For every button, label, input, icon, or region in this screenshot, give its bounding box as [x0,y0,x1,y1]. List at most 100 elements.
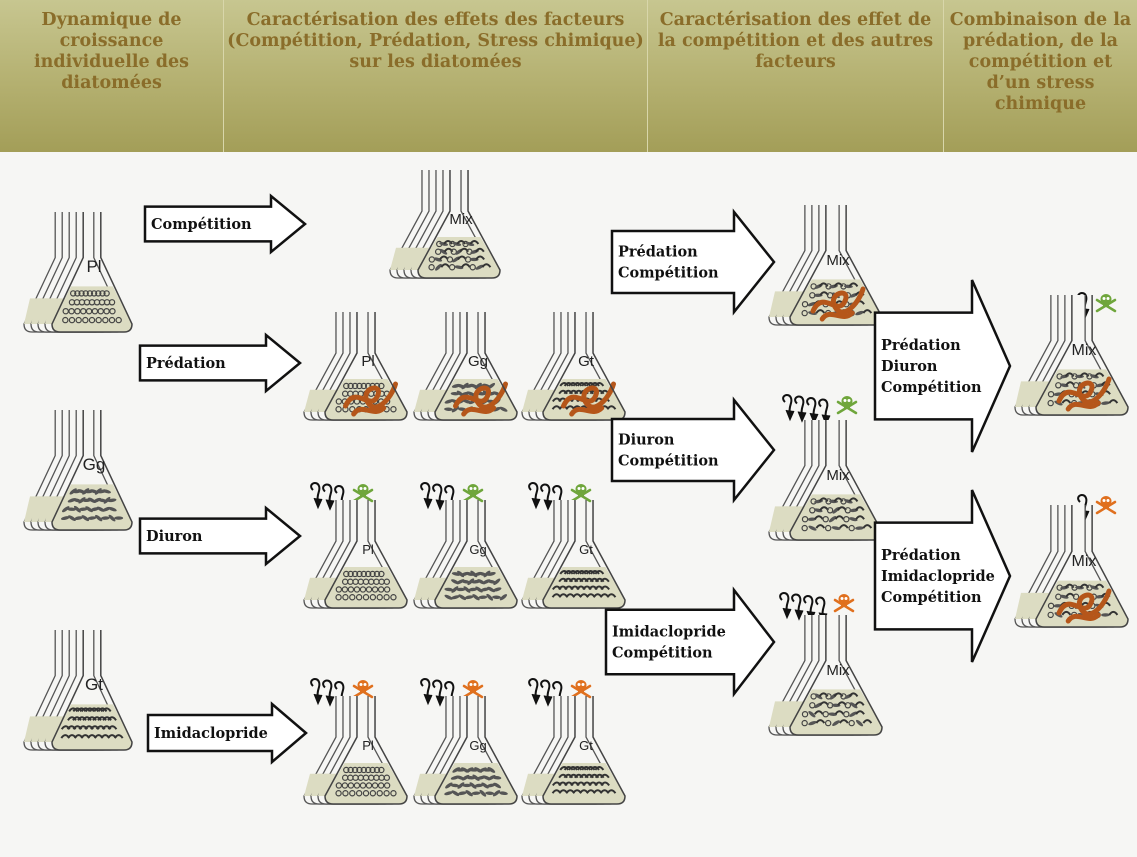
arrow-competition: Compétition [143,193,307,255]
skull-crossbones-icon [462,678,484,699]
flask-label: Gt [579,542,593,557]
header-col-competition: Caractérisation des effet de la compétit… [648,0,944,152]
skull-crossbones-icon [1095,292,1117,313]
arrow-label: Diuron [146,528,203,545]
flask-gg-imidacloprid: Gg [413,696,518,805]
pipette-drop-arrow-icon [782,394,795,421]
flask-label: Pl [86,257,101,276]
flask-label: Mix [826,467,850,484]
arrow-label: Imidaclopride [154,725,268,742]
pipette-drop-arrow-icon [528,678,541,705]
flask-label: Mix [1072,342,1097,359]
flask-label: Mix [1072,553,1097,570]
flask-pl-imidacloprid: Pl [303,696,408,805]
flask-label: Gg [469,542,486,557]
flask-label: Mix [826,662,850,679]
flask-mix-imidacloprid-competition: Mix [768,615,883,736]
skull-crossbones-icon [833,592,855,613]
pipette-drop-arrow-icon [420,678,433,705]
arrow-label: Compétition [881,379,982,396]
predator-worm-icon [453,381,508,417]
flask-label: Gt [579,738,593,753]
pipette-drop-arrow-icon [322,483,335,511]
flask-mix-predation-diuron-competition: Mix [1014,295,1129,416]
flask-label: Gg [83,455,106,474]
skull-crossbones-icon [570,678,592,699]
header-col-factors: Caractérisation des effets des facteurs … [224,0,648,152]
header-bar: Dynamique de croissance individuelle des… [0,0,1137,152]
arrow-label: Diuron [881,358,938,375]
skull-crossbones-icon [352,678,374,699]
predator-worm-icon [561,381,616,417]
arrow-label: Prédation [618,244,698,261]
arrow-predation: Prédation [138,332,302,394]
flask-pl-growth: Pl [23,212,133,333]
flask-gt-predation: Gt [521,312,626,421]
predator-worm-icon [343,381,398,417]
pipette-drop-arrow-icon [528,482,541,509]
pipette-drop-arrow-icon [540,483,553,511]
flask-label: Gg [469,738,486,753]
arrow-imidacloprid: Imidaclopride [146,701,308,765]
flask-label: Gt [85,675,103,694]
flask-gg-diuron: Gg [413,500,518,609]
flask-pl-diuron: Pl [303,500,408,609]
arrow-label: Prédation [146,355,226,372]
header-col-growth: Dynamique de croissance individuelle des… [0,0,224,152]
arrow-label: Imidaclopride [612,624,726,641]
arrow-label: Compétition [618,453,719,470]
predator-worm-icon [1056,588,1112,624]
pipette-drop-arrow-icon [779,592,792,619]
pipette-drop-arrow-icon [310,482,323,509]
skull-crossbones-icon [836,394,858,415]
arrow-label: Diuron [618,432,675,449]
skull-crossbones-icon [352,482,374,503]
skull-crossbones-icon [570,482,592,503]
flask-label: Pl [362,738,374,753]
flask-mix-predation-competition: Mix [768,205,883,326]
flask-label: Gt [578,353,595,370]
pipette-drop-arrow-icon [432,483,445,511]
flask-gt-imidacloprid: Gt [521,696,626,805]
pipette-drop-arrow-icon [432,679,445,707]
flask-gt-diuron: Gt [521,500,626,609]
pipette-drop-arrow-icon [322,679,335,707]
flask-label: Mix [449,211,473,228]
flask-label: Mix [826,252,850,269]
flask-label: Gg [468,353,488,370]
header-col-combination: Combinaison de la prédation, de la compé… [949,10,1132,114]
pipette-drop-arrow-icon [310,678,323,705]
arrow-label: Compétition [151,216,252,233]
arrow-label: Compétition [612,645,713,662]
pipette-drop-arrow-icon [420,482,433,509]
flask-gg-growth: Gg [23,410,133,531]
predator-worm-icon [1056,376,1112,412]
flask-gt-growth: Gt [23,630,133,751]
predator-worm-icon [810,286,866,322]
pipette-drop-arrow-icon [791,593,804,621]
pipette-drop-arrow-icon [794,395,807,423]
experiment-diagram: PlGgGtCompétitionPrédationDiuronImidaclo… [23,170,1129,805]
skull-crossbones-icon [462,482,484,503]
flask-mix-diuron-competition: Mix [768,420,883,541]
arrow-label: Compétition [881,589,982,606]
arrow-label: Imidaclopride [881,568,995,585]
skull-crossbones-icon [1095,494,1117,515]
flask-pl-predation: Pl [303,312,408,421]
flask-label: Pl [362,542,374,557]
arrow-diuron: Diuron [138,505,302,567]
pipette-drop-arrow-icon [806,397,819,424]
arrow-label: Prédation [881,547,961,564]
arrow-label: Compétition [618,265,719,282]
flask-mix-competition: Mix [389,170,501,279]
arrow-label: Prédation [881,337,961,354]
flask-mix-predation-imidacloprid-competition: Mix [1014,505,1129,628]
flask-label: Pl [361,353,374,370]
flask-gg-predation: Gg [413,312,518,421]
pipette-drop-arrow-icon [540,679,553,707]
